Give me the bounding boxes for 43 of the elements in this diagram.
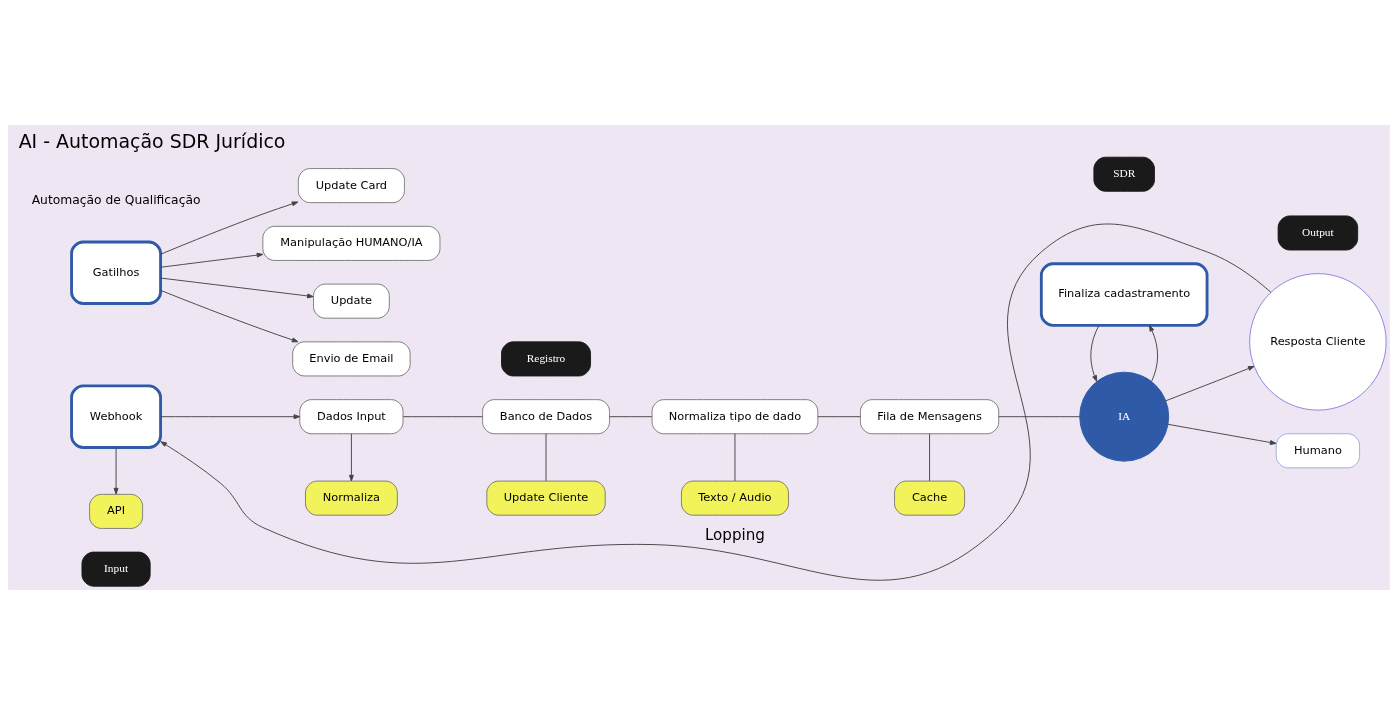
arrow bbox=[160, 223, 1272, 581]
arrow bbox=[160, 201, 299, 255]
node-box: Manipulação HUMANO/IA bbox=[262, 225, 441, 261]
node-box: Update bbox=[313, 283, 390, 319]
connector bbox=[545, 433, 547, 482]
node-box: Gatilhos bbox=[70, 240, 162, 305]
arrow bbox=[160, 414, 301, 420]
node-box: Webhook bbox=[70, 384, 162, 449]
node-box: Humano bbox=[1275, 433, 1361, 469]
arrow bbox=[160, 252, 264, 268]
node-box: Normaliza bbox=[305, 480, 398, 516]
node-box: Fila de Mensagens bbox=[859, 399, 1000, 435]
node-box: Registro bbox=[501, 341, 591, 377]
connector bbox=[734, 433, 736, 482]
node-box: API bbox=[89, 493, 144, 529]
node-box: Update Cliente bbox=[486, 480, 606, 516]
connector bbox=[817, 416, 861, 418]
node-box: Dados Input bbox=[299, 399, 404, 435]
node-box: Envio de Email bbox=[292, 341, 411, 377]
node-box: Texto / Audio bbox=[680, 480, 789, 516]
connector bbox=[402, 416, 483, 418]
arrow bbox=[1090, 324, 1100, 382]
node-box: SDR bbox=[1093, 156, 1155, 192]
node-box: Input bbox=[81, 551, 151, 587]
arrow bbox=[1165, 365, 1255, 402]
arrow bbox=[113, 447, 119, 495]
connector bbox=[929, 433, 931, 482]
node-box: Output bbox=[1277, 215, 1359, 251]
node-box: Banco de Dados bbox=[482, 399, 610, 435]
arrow bbox=[348, 433, 354, 482]
label: Automação de Qualificação bbox=[31, 192, 201, 207]
arrow bbox=[160, 289, 299, 343]
node-box: Normaliza tipo de dado bbox=[651, 399, 819, 435]
node-box: Cache bbox=[894, 480, 966, 516]
connector bbox=[998, 416, 1080, 418]
arrow bbox=[160, 277, 314, 299]
connector bbox=[609, 416, 653, 418]
arrow bbox=[1148, 324, 1159, 382]
arrow bbox=[1167, 423, 1277, 445]
node-box: Update Card bbox=[297, 168, 405, 204]
node-box: Finaliza cadastramento bbox=[1039, 262, 1209, 327]
diagram-title: AI - Automação SDR Jurídico bbox=[18, 129, 286, 152]
edge-label: Lopping bbox=[704, 525, 765, 544]
